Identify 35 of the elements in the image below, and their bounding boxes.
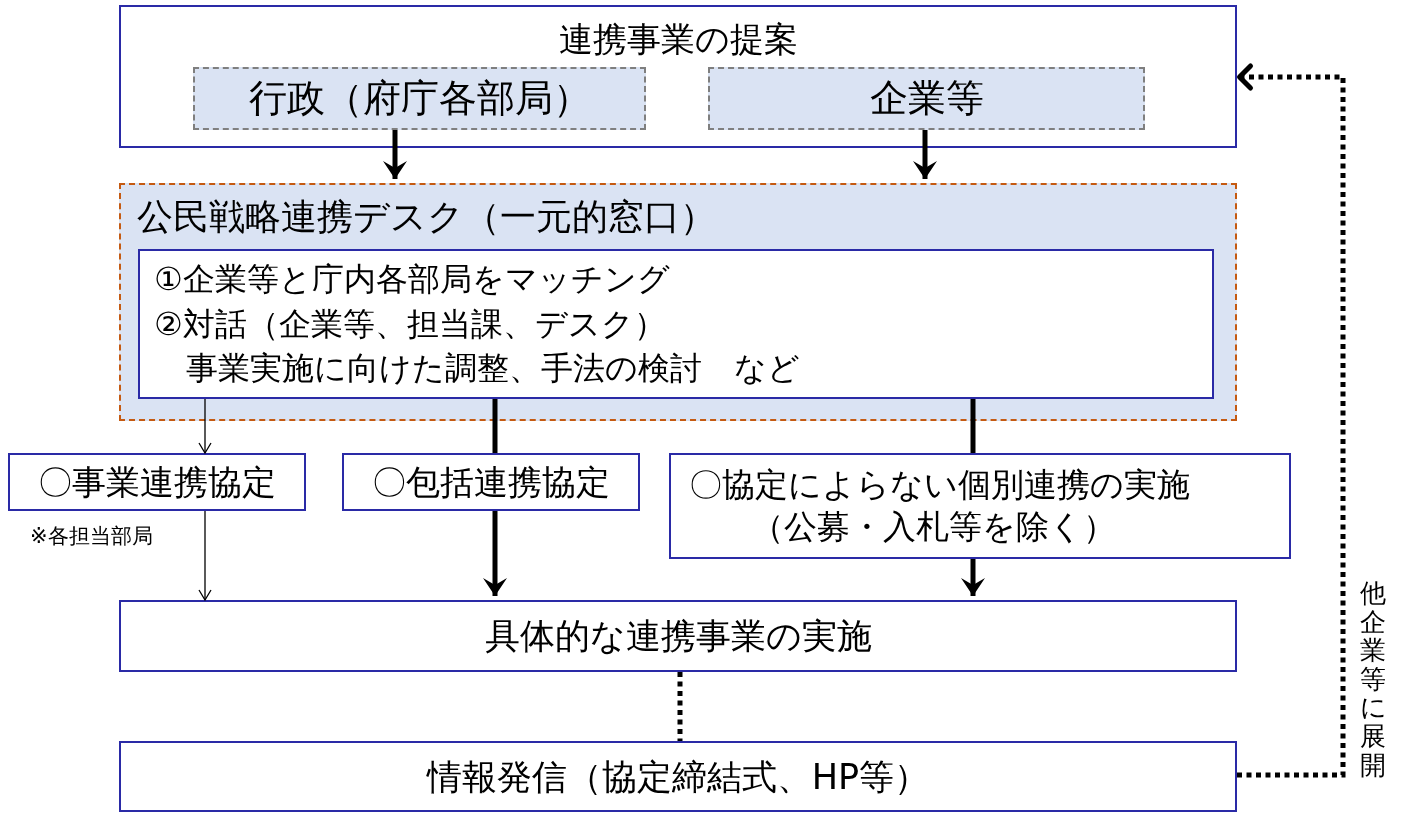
dotted-arrow bbox=[1237, 63, 1346, 778]
box-label: 企業等 bbox=[869, 75, 984, 122]
dashed-panel bbox=[119, 183, 1237, 421]
content-box bbox=[138, 249, 1214, 399]
arrow bbox=[383, 130, 407, 179]
box-label: 具体的な連携事業の実施 bbox=[484, 615, 872, 657]
process-box bbox=[119, 600, 1237, 672]
panel-heading: 連携事業の提案 bbox=[558, 19, 798, 60]
process-box bbox=[8, 453, 306, 511]
dashed-box bbox=[708, 67, 1145, 130]
arrow bbox=[913, 130, 937, 179]
box-label: 〇協定によらない個別連携の実施 bbox=[689, 464, 1190, 506]
dotted-line bbox=[677, 672, 683, 741]
arrow bbox=[961, 559, 985, 596]
process-box bbox=[342, 453, 640, 511]
process-box bbox=[669, 453, 1291, 559]
box-label: 〇事業連携協定 bbox=[38, 461, 276, 503]
connector-line bbox=[970, 399, 976, 453]
box-label: 行政（府庁各部局） bbox=[248, 75, 591, 122]
dashed-box bbox=[193, 67, 646, 130]
note-text: ※各担当部局 bbox=[30, 524, 153, 550]
box-label: 〇包括連携協定 bbox=[372, 461, 610, 503]
box-label: （公募・入札等を除く） bbox=[750, 506, 1116, 548]
arrow bbox=[483, 511, 507, 596]
list-item: ①企業等と庁内各部局をマッチング bbox=[154, 258, 670, 300]
process-box bbox=[119, 741, 1237, 812]
arrow bbox=[198, 510, 212, 601]
arrow bbox=[198, 398, 212, 454]
list-item: 事業実施に向けた調整、手法の検討 など bbox=[185, 348, 800, 390]
panel-heading: 公民戦略連携デスク（一元的窓口） bbox=[137, 195, 716, 239]
list-item: ②対話（企業等、担当課、デスク） bbox=[154, 303, 666, 345]
box-label: 情報発信（協定締結式、HP等） bbox=[426, 755, 930, 798]
edge-label: 他企業等に展開 bbox=[1360, 579, 1386, 780]
connector-line bbox=[492, 399, 498, 453]
outer-panel bbox=[119, 5, 1237, 148]
